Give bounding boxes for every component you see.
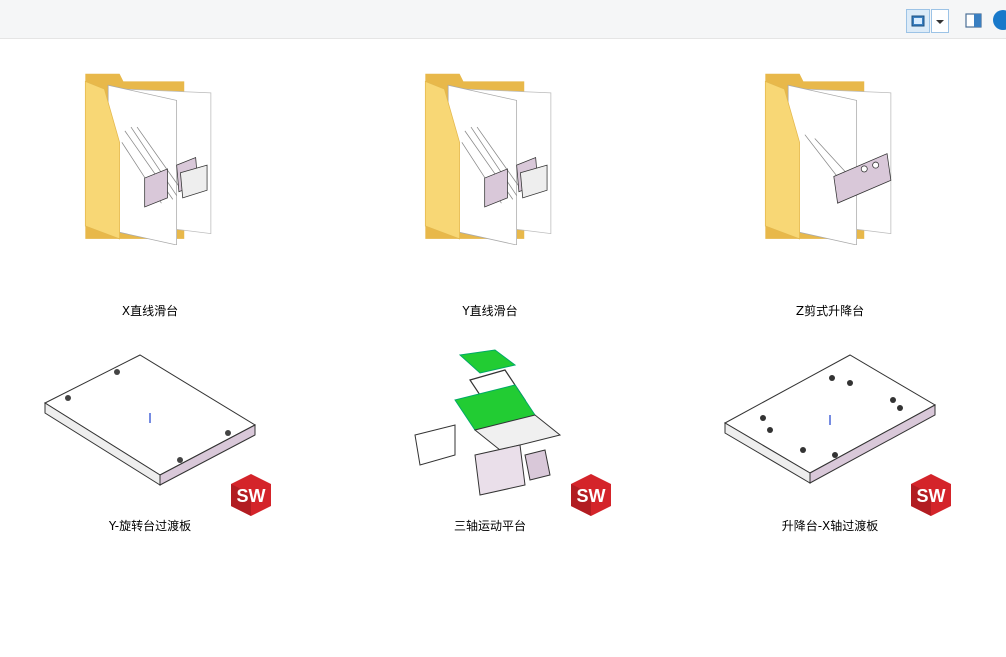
solidworks-icon: SW [571, 474, 611, 516]
preview-pane-icon [965, 13, 982, 28]
file-name: Y-旋转台过渡板 [108, 519, 192, 533]
folder-item[interactable]: Y直线滑台 [375, 70, 605, 318]
file-item[interactable]: SW 三轴运动平台 [375, 345, 611, 545]
large-icons-view-icon [911, 15, 925, 27]
large-icons-view-button[interactable] [906, 9, 930, 33]
svg-text:SW: SW [237, 486, 266, 506]
help-icon[interactable] [993, 10, 1006, 30]
chevron-down-icon [936, 20, 944, 24]
solidworks-icon: SW [911, 474, 951, 516]
file-item[interactable]: SW 升降台-X轴过渡板 [715, 345, 951, 545]
explorer-toolbar [0, 0, 1006, 39]
file-name: 升降台-X轴过渡板 [781, 519, 879, 533]
svg-text:SW: SW [577, 486, 606, 506]
folder-name: Z剪式升降台 [795, 304, 865, 318]
folder-name: X直线滑台 [121, 304, 179, 318]
file-item[interactable]: SW Y-旋转台过渡板 [35, 345, 271, 545]
file-name: 三轴运动平台 [453, 519, 526, 533]
solidworks-icon: SW [231, 474, 271, 516]
folder-icon [764, 73, 892, 245]
folder-icon [424, 73, 552, 245]
assembly-thumbnail [414, 349, 562, 496]
folder-name: Y直线滑台 [462, 304, 518, 318]
folder-item[interactable]: Z剪式升降台 [715, 70, 945, 318]
folder-item[interactable]: X直线滑台 [35, 70, 265, 318]
view-options-dropdown[interactable] [931, 9, 949, 33]
svg-text:SW: SW [917, 486, 946, 506]
preview-pane-button[interactable] [964, 12, 984, 30]
plate-thumbnail [43, 354, 257, 486]
folder-icon [84, 73, 212, 245]
plate-thumbnail [723, 354, 937, 484]
